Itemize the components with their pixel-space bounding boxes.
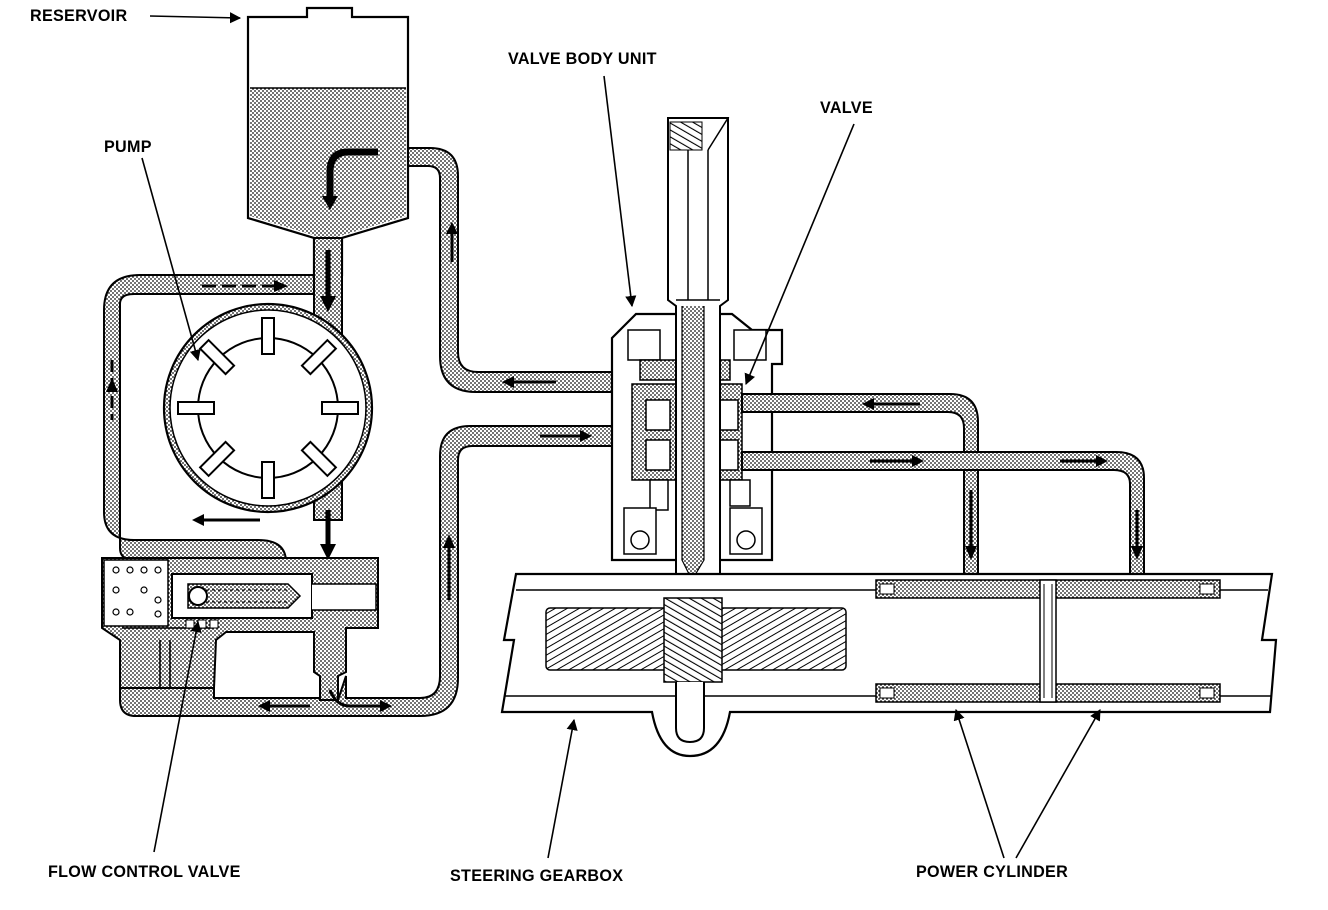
leader-power-cylinder-right: [1015, 709, 1101, 859]
return-line: [407, 147, 613, 393]
label-flow-control-valve: FLOW CONTROL VALVE: [48, 862, 241, 881]
label-power-cylinder: POWER CYLINDER: [916, 862, 1069, 881]
pump-vanes: [177, 317, 359, 499]
cylinder-lines: [741, 393, 1145, 581]
leader-flow-control-valve: [153, 620, 202, 853]
leader-valve: [744, 123, 855, 386]
label-reservoir: RESERVOIR: [30, 6, 128, 25]
leader-lines: [141, 12, 1101, 859]
leader-power-cylinder-left: [953, 708, 1005, 859]
label-valve-body-unit: VALVE BODY UNIT: [508, 49, 657, 68]
power-cylinder: [875, 579, 1221, 703]
steering-gearbox: [500, 572, 1278, 758]
leader-valve-body-unit: [603, 75, 637, 308]
leader-pump: [141, 157, 201, 362]
input-shaft: [667, 117, 730, 601]
label-steering-gearbox: STEERING GEARBOX: [450, 866, 624, 885]
pump: [162, 237, 374, 560]
label-pump: PUMP: [104, 137, 152, 156]
flow-control-valve: [101, 557, 379, 701]
reservoir: [246, 6, 410, 277]
leader-steering-gearbox: [547, 718, 578, 859]
pressure-line: [119, 425, 613, 717]
leader-reservoir: [149, 12, 242, 24]
label-valve: VALVE: [820, 98, 873, 117]
